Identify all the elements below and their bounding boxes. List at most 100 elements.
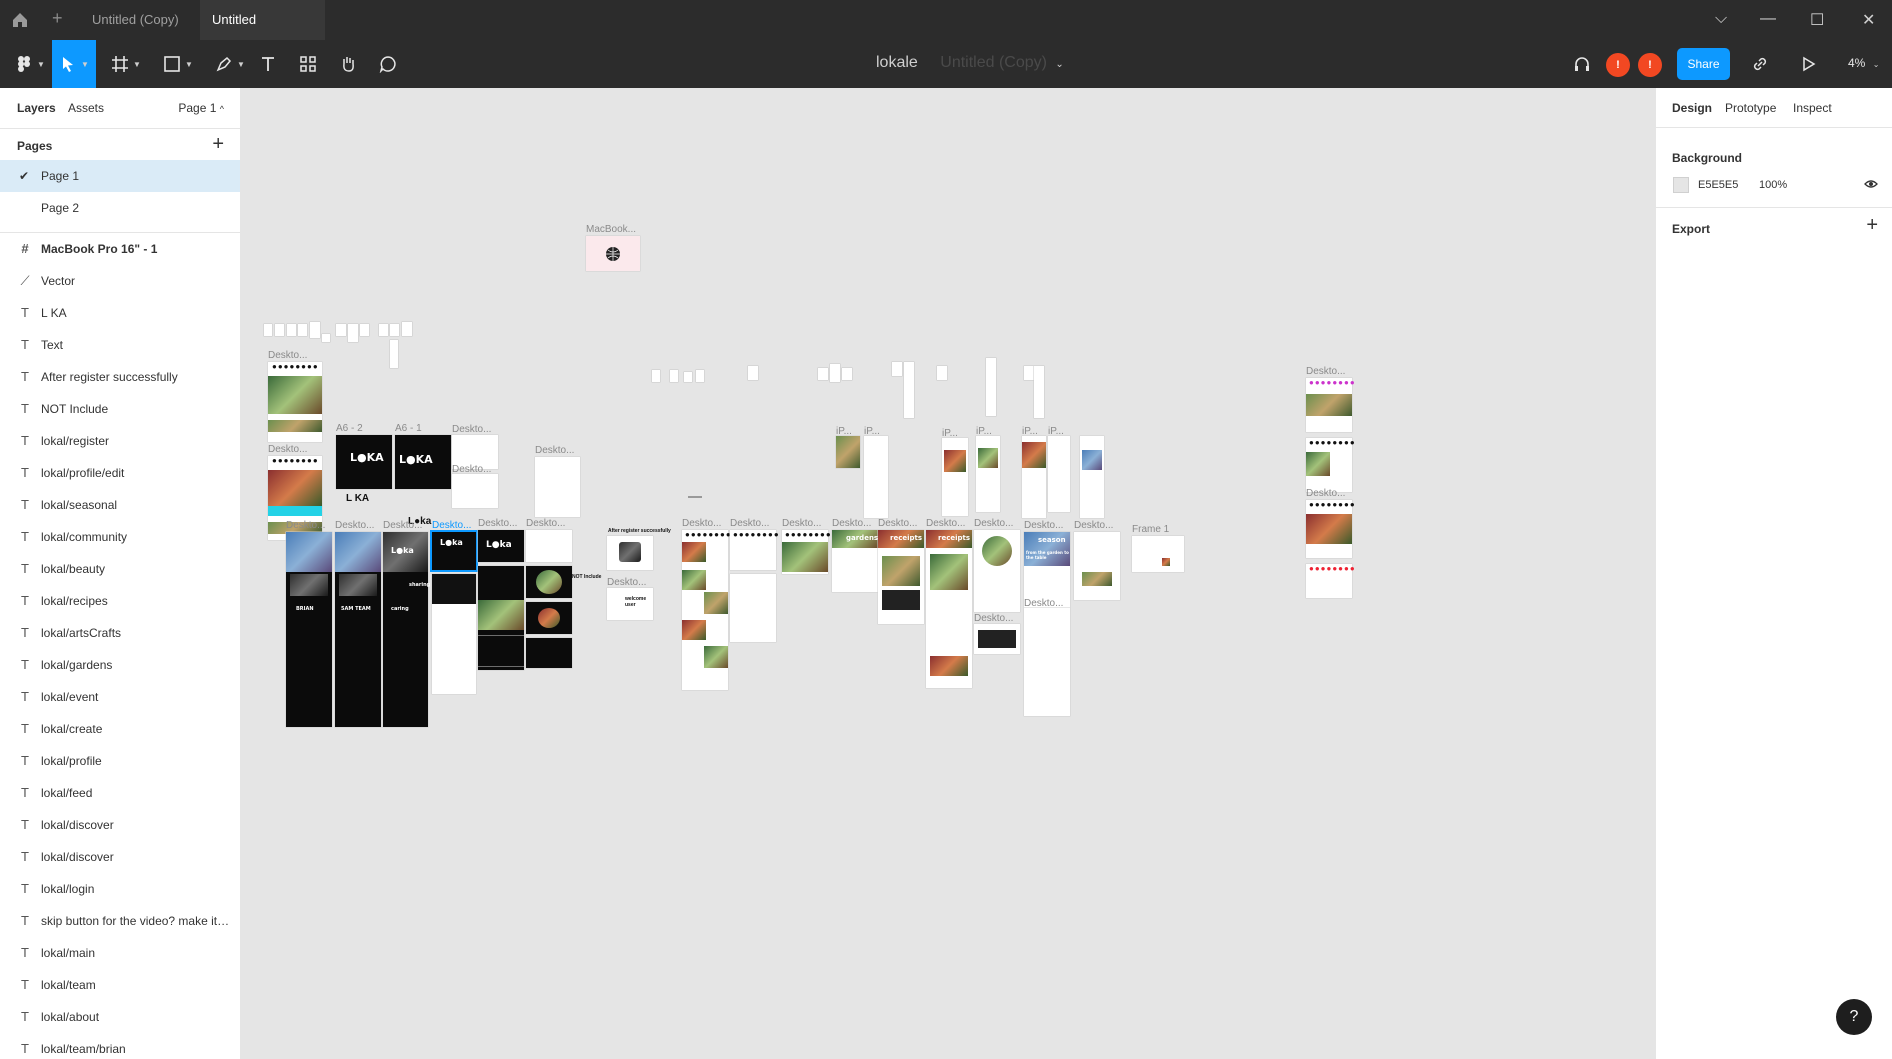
mini-frame[interactable] (402, 322, 412, 336)
mini-frame[interactable] (830, 364, 840, 382)
iphone-frame[interactable] (1048, 436, 1070, 512)
zoom-level[interactable]: 4% ⌄ (1848, 56, 1880, 70)
mini-frame[interactable] (322, 334, 330, 342)
a6-1-frame[interactable]: L●KA (395, 435, 451, 489)
help-button[interactable]: ? (1836, 999, 1872, 1035)
mini-frame[interactable] (287, 324, 296, 336)
shape-tool-icon[interactable]: ▼ (156, 40, 200, 88)
iphone-frame[interactable] (942, 438, 968, 516)
page-item-page-2[interactable]: Page 2 (0, 192, 240, 224)
canvas[interactable]: MacBook... Deskto... ●●●●●●●● Deskto... … (242, 88, 1655, 1059)
maximize-icon[interactable]: ☐ (1810, 12, 1825, 29)
mini-frame[interactable] (360, 324, 369, 336)
iphone-frame[interactable] (1080, 436, 1104, 518)
desktop-frame[interactable]: ●●●●●●●● (782, 530, 831, 574)
desktop-frame[interactable]: ●●●●●●●● (268, 456, 322, 540)
desktop-frame[interactable] (452, 435, 498, 469)
mini-frame[interactable] (904, 362, 914, 418)
move-tool-icon[interactable]: ▼ (52, 40, 96, 88)
mini-frame[interactable] (684, 372, 692, 382)
tab-design[interactable]: Design (1672, 101, 1713, 115)
mini-frame[interactable] (379, 324, 388, 336)
desktop-frame[interactable]: ●●●●●●●● (268, 362, 322, 442)
mini-frame[interactable] (1034, 366, 1044, 418)
present-play-icon[interactable] (1786, 40, 1830, 88)
layer-item[interactable]: #MacBook Pro 16" - 1 (0, 233, 240, 265)
mini-frame[interactable] (892, 362, 902, 376)
desktop-frame[interactable]: ●●●●●●●● (1306, 564, 1355, 598)
desktop-frame[interactable]: ●●●●●●●● (682, 530, 731, 690)
mini-frame[interactable] (986, 358, 996, 416)
desktop-frame-about[interactable]: L●ka sharing caring (383, 532, 430, 727)
desktop-frame[interactable] (974, 530, 1020, 612)
tab-assets[interactable]: Assets (68, 101, 105, 115)
new-tab-plus-icon[interactable]: + (52, 8, 63, 28)
desktop-frame[interactable] (452, 474, 498, 508)
desktop-frame[interactable] (526, 602, 572, 634)
page-picker[interactable]: Page 1 ^ (178, 101, 224, 115)
mini-frame[interactable] (275, 324, 284, 336)
mini-frame[interactable] (310, 322, 320, 338)
desktop-frame[interactable]: L●ka (478, 530, 524, 562)
desktop-frame-receipts[interactable]: receipts (878, 530, 924, 624)
add-page-plus-icon[interactable]: + (212, 133, 224, 155)
comment-tool-icon[interactable] (366, 40, 410, 88)
tab-untitled-copy-1[interactable]: Untitled (Copy) (80, 0, 195, 40)
iphone-frame[interactable] (836, 436, 860, 468)
home-icon[interactable] (10, 10, 34, 32)
a6-2-frame[interactable]: L●KA (336, 435, 392, 489)
mini-frame[interactable] (264, 324, 272, 336)
background-hex-input[interactable]: E5E5E5 (1698, 179, 1739, 191)
desktop-frame-receipts[interactable]: receipts (926, 530, 972, 688)
desktop-frame-brian[interactable]: BRIAN (286, 532, 332, 727)
add-export-plus-icon[interactable]: + (1866, 214, 1878, 236)
text-tool-icon[interactable] (246, 40, 290, 88)
mini-frame[interactable] (937, 366, 947, 380)
iphone-frame[interactable] (976, 436, 1000, 512)
layer-item[interactable]: ⟋Vector (0, 265, 240, 297)
desktop-frame[interactable] (607, 536, 653, 570)
desktop-frame-gardens[interactable]: gardens (832, 530, 878, 592)
desktop-frame[interactable] (526, 638, 572, 668)
mini-frame[interactable] (390, 340, 398, 368)
close-window-icon[interactable]: ✕ (1862, 12, 1876, 29)
chevron-down-icon[interactable]: ⌄ (1055, 59, 1064, 70)
mini-frame[interactable] (670, 370, 678, 382)
resources-tool-icon[interactable] (286, 40, 330, 88)
desktop-frame-welcome[interactable]: welcome user (607, 588, 653, 620)
background-opacity-input[interactable]: 100% (1759, 179, 1788, 191)
tab-prototype[interactable]: Prototype (1725, 101, 1777, 115)
desktop-frame[interactable]: ●●●●●●●● (1306, 438, 1355, 492)
desktop-frame-season[interactable]: season from the garden to the table (1024, 532, 1070, 612)
frame-tool-icon[interactable]: ▼ (104, 40, 148, 88)
avatar[interactable]: ! (1606, 53, 1630, 77)
desktop-frame[interactable] (432, 574, 476, 694)
tab-untitled-copy-2-active[interactable]: Untitled (Copy)× (200, 0, 325, 67)
mini-frame[interactable] (390, 324, 399, 336)
iphone-frame[interactable] (1022, 436, 1046, 518)
desktop-frame[interactable]: ●●●●●●●● (730, 530, 779, 570)
mini-frame[interactable] (348, 324, 358, 342)
minimize-icon[interactable]: — (1760, 10, 1776, 27)
pen-tool-icon[interactable]: ▼ (208, 40, 252, 88)
iphone-frame[interactable] (864, 436, 888, 518)
desktop-frame[interactable] (535, 457, 580, 517)
desktop-frame[interactable]: ●●●●●●●● (1306, 378, 1355, 432)
desktop-frame[interactable] (1024, 608, 1070, 716)
chevron-down-icon[interactable]: ⌵ (1715, 10, 1728, 27)
desktop-frame-team[interactable]: 5AM TEAM (335, 532, 381, 727)
headphones-icon[interactable] (1560, 40, 1604, 88)
